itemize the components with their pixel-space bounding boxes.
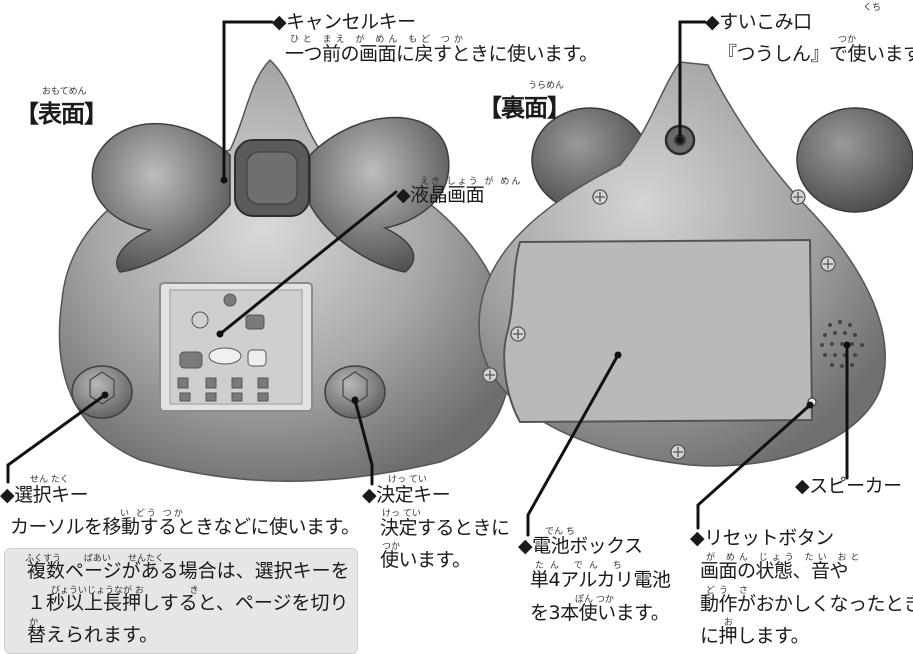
front-title-ruby: おもてめん — [42, 87, 87, 97]
front-device — [58, 58, 511, 482]
cancel-key-label: ◆キャンセルキー — [272, 11, 416, 33]
reset-desc1: 画面の状態、音や — [700, 560, 849, 582]
reset-desc3: に押します。 — [700, 625, 810, 647]
ear-right — [796, 107, 913, 213]
decide-key[interactable] — [324, 365, 386, 419]
reset-label: ◆リセットボタン — [690, 527, 834, 549]
back-title-ruby: うらめん — [528, 81, 565, 91]
note-ruby2: びょういじょうなが お き — [51, 586, 199, 596]
note-ruby1: ふくすう ばあい せんたく — [25, 554, 165, 564]
battery-desc2: を3本使います。 — [530, 602, 670, 624]
lcd-contents — [177, 293, 269, 402]
leader-lines — [6, 20, 851, 537]
decide-key-label: ◆決定キー — [362, 484, 451, 506]
battery-desc-ruby: たん でん ち — [535, 561, 628, 571]
select-key-desc: カーソルを移動するときなどに使います。 — [10, 516, 360, 538]
front-title: 【表面】 — [15, 100, 108, 128]
mouth-desc: 『つうしん』で使います。 — [718, 43, 913, 65]
back-title: 【裏面】 — [478, 94, 571, 122]
decide-key-desc1: 決定するときに — [380, 517, 510, 539]
cancel-key-ruby: ひと まえ が めん もど つか — [290, 35, 467, 45]
note-box: ふくすう ばあい せんたく 複数ページがある場合は、選択キーを びょういじょうな… — [4, 548, 358, 654]
bow-left — [91, 123, 231, 273]
cancel-key-desc: 一つ前の画面に戻すときに使います。 — [285, 43, 598, 65]
lcd-label: ◆液晶画面 — [396, 184, 485, 206]
select-key-ruby: せん たく — [30, 475, 69, 485]
speaker-label: ◆スピーカー — [795, 475, 902, 497]
battery-ruby: でん ち — [545, 527, 575, 537]
mouth-label: ◆すいこみ口 — [705, 11, 812, 33]
decide-key-desc-ruby: けっ てい — [382, 509, 421, 519]
reset-desc1-ruby: が めん じょう たい おと — [706, 553, 864, 563]
decide-key-desc2-ruby: つか — [382, 542, 401, 552]
battery-desc1: 単4アルカリ電池 — [530, 569, 671, 591]
mouth-desc-ruby: つか — [838, 35, 857, 45]
speaker-grille — [820, 320, 864, 368]
select-key-label: ◆選択キー — [0, 484, 89, 506]
battery-desc2-ruby: ぽん つか — [575, 595, 614, 605]
note-line3: 替えられます。 — [27, 624, 159, 646]
battery-cover — [503, 238, 814, 424]
lcd-ruby: えき しょう が めん — [420, 177, 523, 187]
note-line1: 複数ページがある場合は、選択キーを — [27, 560, 350, 582]
mouth-name-ruby: くち — [863, 3, 882, 13]
reset-desc2: 動作がおかしくなったとき — [700, 593, 913, 615]
select-key[interactable] — [71, 365, 133, 419]
screws — [482, 189, 836, 460]
reset-desc2-ruby: どう さ — [706, 586, 752, 596]
back-device — [478, 61, 913, 467]
battery-label: ◆電池ボックス — [518, 535, 643, 557]
decide-key-desc2: 使います。 — [380, 549, 471, 571]
decide-key-ruby: けっ てい — [388, 475, 427, 485]
reset-desc3-ruby: お — [724, 618, 734, 628]
note-line2: １秒以上長押しすると、ページを切り — [27, 592, 349, 614]
select-key-desc-ruby: い どう つか — [120, 509, 185, 519]
note-ruby3: か — [29, 618, 39, 628]
